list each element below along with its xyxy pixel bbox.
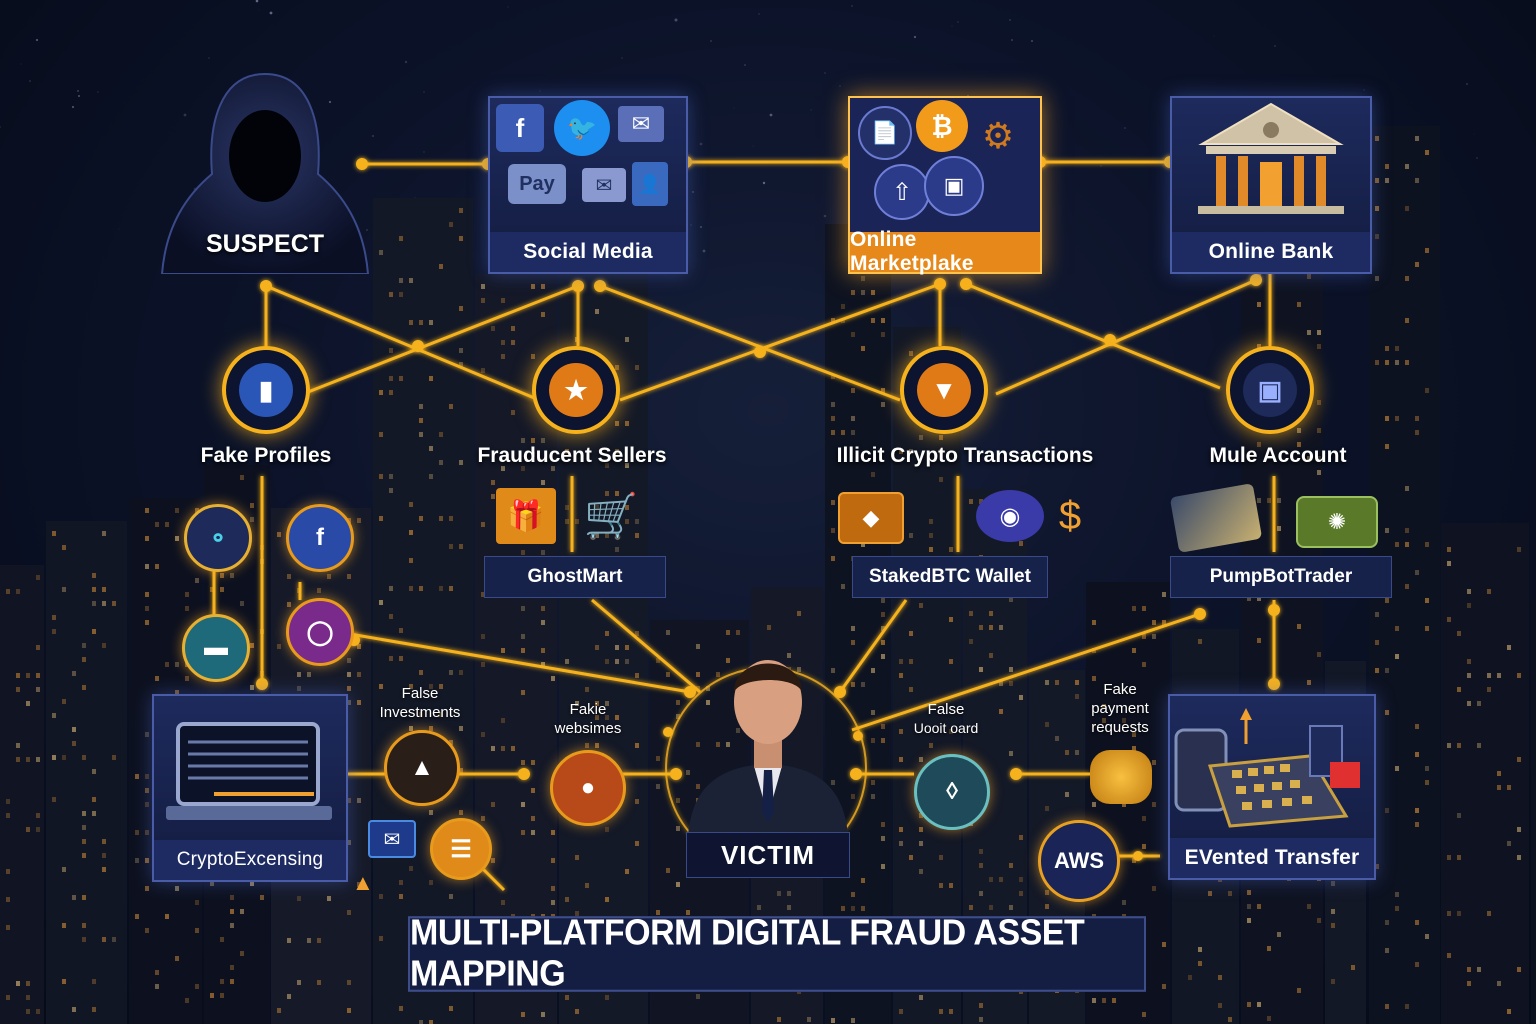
treasure-chest-icon: ◆ [838, 492, 904, 544]
money-bag-icon: ✺ [1296, 496, 1378, 548]
facebook-icon: f [496, 104, 544, 152]
instagram-icon[interactable]: ◯ [286, 598, 354, 666]
upload-icon: ⇧ [874, 164, 930, 220]
laptop-icon [166, 722, 332, 820]
gear-icon: ⚙ [981, 115, 1015, 156]
website-icon[interactable]: ● [550, 750, 626, 826]
camera-icon: ▣ [924, 156, 984, 216]
facebook-side-icon[interactable]: f [286, 504, 354, 572]
social-media-icons: f 🐦 ✉ Pay ✉ 👤 [490, 98, 686, 232]
contact-card-icon: 👤 [632, 162, 668, 206]
dollar-icon: $ [1058, 493, 1082, 538]
chat-icon[interactable]: ⚬ [184, 504, 252, 572]
document-icon: 📄 [858, 106, 912, 160]
social-media-node[interactable]: f 🐦 ✉ Pay ✉ 👤 Social Media [488, 96, 688, 274]
ghostmart-box[interactable]: GhostMart [484, 556, 666, 598]
fake-profiles-label: Fake Profiles [200, 444, 332, 467]
shield-icon: ▼ [917, 363, 971, 417]
evented-transfer-label: EVented Transfer [1170, 838, 1374, 878]
fraudster-group-icon[interactable]: ▲ [384, 730, 460, 806]
online-bank-label: Online Bank [1172, 232, 1370, 272]
victim-label: VICTIM [686, 832, 850, 878]
mail-alert-icon[interactable]: ✉ [368, 820, 416, 858]
twitter-icon: 🐦 [554, 100, 610, 156]
social-media-label: Social Media [490, 232, 686, 272]
suspect-node[interactable]: SUSPECT [158, 64, 372, 275]
cash-card-icon[interactable]: ◊ [914, 754, 990, 830]
mail-icon: ✉ [618, 106, 664, 142]
fake-profiles-node[interactable]: ▮ [222, 346, 310, 434]
coin-shield-icon: ◉ [976, 490, 1044, 542]
victim-node[interactable]: VICTIM [680, 636, 856, 878]
businessman-icon [688, 660, 848, 836]
marketplace-icons: 📄 ₿ ⚙ ⇧ ▣ [850, 98, 1040, 232]
cryptoexcensing-label: CryptoExcensing [154, 840, 346, 880]
illicit-crypto-node[interactable]: ▼ [900, 346, 988, 434]
list-icon[interactable]: ☰ [430, 818, 492, 880]
aws-icon[interactable]: AWS [1038, 820, 1120, 902]
bag-icon: ★ [549, 363, 603, 417]
evented-transfer-node[interactable]: EVented Transfer [1168, 694, 1376, 880]
fraudulent-sellers-node[interactable]: ★ [532, 346, 620, 434]
online-bank-node[interactable]: Online Bank [1170, 96, 1372, 274]
hat-icon[interactable]: ▬ [182, 614, 250, 682]
bitcoin-icon: ₿ [916, 100, 968, 152]
gold-coins-icon [1090, 750, 1152, 804]
profile-icon: ▮ [239, 363, 293, 417]
illicit-crypto-label: Illicit Crypto Transactions [836, 444, 1094, 467]
vault-icon [1174, 708, 1360, 828]
stakedbtc-wallet-box[interactable]: StakedBTC Wallet [852, 556, 1048, 598]
mail-icon-2: ✉ [582, 168, 626, 202]
page-title: MULTI-PLATFORM DIGITAL FRAUD ASSET MAPPI… [408, 913, 1146, 994]
hooded-figure-icon [160, 72, 370, 275]
online-marketplace-label: Online Marketplake [850, 228, 1040, 275]
mule-account-label: Mule Account [1209, 444, 1347, 467]
bank-building-icon [1198, 102, 1344, 214]
mule-account-node[interactable]: ▣ [1226, 346, 1314, 434]
basket-icon: ▣ [1243, 363, 1297, 417]
suspect-label: SUSPECT [205, 230, 325, 258]
cryptoexcensing-node[interactable]: CryptoExcensing [152, 694, 348, 882]
gift-box-icon: 🎁 [496, 488, 556, 544]
shopping-cart-icon: 🛒 [583, 492, 639, 541]
warning-icon: ▲ [352, 870, 374, 895]
pumpbottrader-box[interactable]: PumpBotTrader [1170, 556, 1392, 598]
online-marketplace-node[interactable]: 📄 ₿ ⚙ ⇧ ▣ Online Marketplake [848, 96, 1042, 275]
pay-icon: Pay [508, 164, 566, 204]
fraudulent-sellers-label: Frauducent Sellers [477, 444, 667, 467]
